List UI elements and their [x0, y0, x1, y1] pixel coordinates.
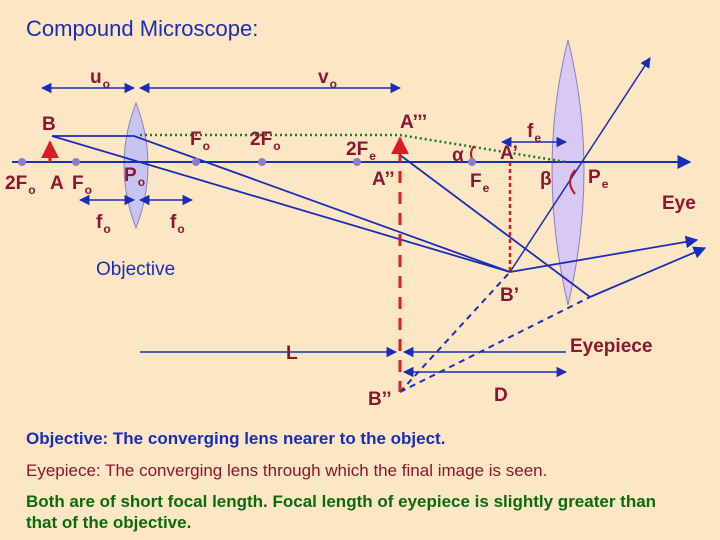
- focus-dot-2fe: [353, 158, 361, 166]
- focus-dot-fe: [468, 158, 476, 166]
- label-f-o-right: fo: [170, 212, 185, 236]
- label-A: A: [50, 173, 64, 194]
- ray-central: [51, 135, 511, 273]
- diagram-title: Compound Microscope:: [26, 16, 259, 41]
- note-focal-length: Both are of short focal length. Focal le…: [26, 492, 657, 532]
- virtual-ray-2: [399, 296, 591, 393]
- focus-dot-2fo-left: [18, 158, 26, 166]
- label-P-o: Po: [124, 165, 146, 189]
- label-u-o: uo: [90, 67, 110, 91]
- label-F-o-left: Fo: [72, 173, 92, 197]
- label-B-double: B’’: [368, 389, 392, 410]
- label-2F-o-right: 2Fo: [250, 129, 281, 153]
- label-A-double: A’’: [372, 169, 395, 190]
- label-2F-e: 2Fe: [346, 139, 376, 163]
- label-2F-o-left: 2Fo: [5, 173, 36, 197]
- ray-to-top: [509, 57, 651, 273]
- label-A-triple: A’’’: [400, 112, 428, 133]
- focus-dot-2fo-right: [258, 158, 266, 166]
- ray-eye-2b: [589, 246, 707, 298]
- label-objective: Objective: [96, 259, 176, 280]
- focus-dot-fo-right: [192, 158, 200, 166]
- note-objective: Objective: The converging lens nearer to…: [26, 429, 446, 448]
- label-A-prime: A’: [500, 143, 518, 164]
- label-beta: β: [540, 169, 552, 190]
- label-L: L: [286, 343, 298, 364]
- ray-parallel: [52, 135, 511, 273]
- beta-arc: [569, 169, 576, 195]
- ray-eye-2: [399, 154, 591, 298]
- label-B: B: [42, 114, 56, 135]
- label-B-prime: B’: [500, 285, 519, 306]
- label-eye: Eye: [662, 193, 696, 214]
- label-f-e: fe: [527, 121, 542, 145]
- green-dotted-angle: [399, 133, 567, 164]
- note-eyepiece: Eyepiece: The converging lens through wh…: [26, 461, 548, 480]
- focus-dot-fo-left: [72, 158, 80, 166]
- label-F-e: Fe: [470, 171, 490, 195]
- label-P-e: Pe: [588, 167, 609, 191]
- virtual-ray-1: [399, 271, 511, 393]
- label-v-o: vo: [318, 67, 337, 91]
- label-alpha: α: [452, 145, 464, 166]
- eyepiece-lens: [551, 39, 585, 306]
- label-D: D: [494, 385, 508, 406]
- label-F-o-right: Fo: [190, 129, 210, 153]
- ray-eye-1: [509, 235, 699, 273]
- label-eyepiece: Eyepiece: [570, 336, 653, 357]
- label-f-o-left: fo: [96, 212, 111, 236]
